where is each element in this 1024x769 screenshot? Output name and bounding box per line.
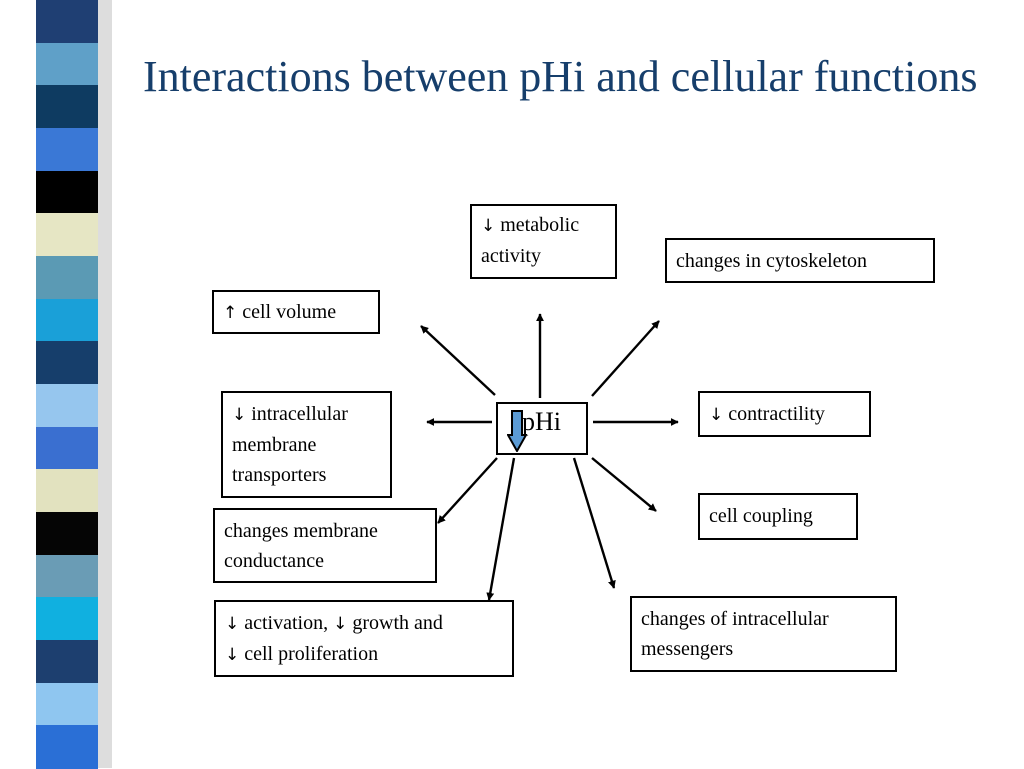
node-label: metabolic [500,214,580,236]
node-cytoskeleton: changes in cytoskeleton [665,238,935,283]
node-contractility: ↓ contractility [698,391,871,437]
decorative-sidebar [0,0,120,769]
node-label: contractility [728,403,825,425]
sidebar-band [36,256,98,300]
node-label: conductance [224,550,324,572]
node-label: transporters [232,464,327,486]
node-label: cell coupling [709,505,813,527]
sidebar-band [36,682,98,727]
arrow-to-activation [486,457,516,601]
node-cell-coupling: cell coupling [698,493,858,540]
sidebar-band [36,640,98,684]
node-label: changes in cytoskeleton [676,250,868,272]
arrow-to-messengers [572,457,616,589]
sidebar-band [36,725,98,769]
sidebar-band [36,426,98,471]
node-intracellular-messengers: changes of intracellular messengers [630,596,897,672]
slide-title: Interactions between pHi and cellular fu… [143,52,978,101]
sidebar-band [36,384,98,428]
center-node-phi: pHi [496,402,588,455]
down-arrow-icon: ↓ [333,614,348,634]
sidebar-band [36,42,98,87]
down-arrow-shape [507,410,527,452]
sidebar-band [36,85,98,129]
down-arrow-icon: ↓ [481,216,496,236]
sidebar-band [36,597,98,641]
node-label: intracellular [251,403,348,425]
arrow-to-cell-volume [420,325,496,396]
up-arrow-icon: ↑ [223,303,238,323]
node-label: changes membrane [224,520,378,542]
node-label: cell volume [242,301,337,323]
sidebar-band [36,213,98,257]
node-label: growth and [352,612,443,634]
sidebar-band [36,0,98,44]
node-label: changes of intracellular [641,608,829,630]
sidebar-band [36,170,98,215]
center-label: pHi [522,407,561,436]
sidebar-band [36,341,98,385]
node-metabolic-activity: ↓ metabolic activity [470,204,617,279]
node-label: membrane [232,434,317,456]
sidebar-band [36,128,98,172]
node-membrane-transporters: ↓ intracellular membrane transporters [221,391,392,498]
node-label: activation, [244,612,329,634]
node-label: cell proliferation [244,643,379,665]
down-arrow-icon: ↓ [225,645,240,665]
node-label: messengers [641,638,734,660]
sidebar-band [36,512,98,556]
down-arrow-icon: ↓ [225,614,240,634]
node-cell-volume: ↑ cell volume [212,290,380,334]
arrow-to-membrane-conductance [437,457,498,524]
sidebar-band [36,469,98,513]
down-arrow-icon [507,410,527,452]
sidebar-band [36,554,98,599]
down-arrow-icon: ↓ [709,405,724,425]
node-activation-growth-proliferation: ↓ activation, ↓ growth and ↓ cell prolif… [214,600,514,677]
arrow-to-cell-coupling [591,457,657,512]
node-label: activity [481,245,541,267]
arrow-to-cytoskeleton [591,320,660,397]
node-membrane-conductance: changes membrane conductance [213,508,437,583]
sidebar-shadow [98,0,112,768]
sidebar-band [36,298,98,343]
down-arrow-icon: ↓ [232,405,247,425]
